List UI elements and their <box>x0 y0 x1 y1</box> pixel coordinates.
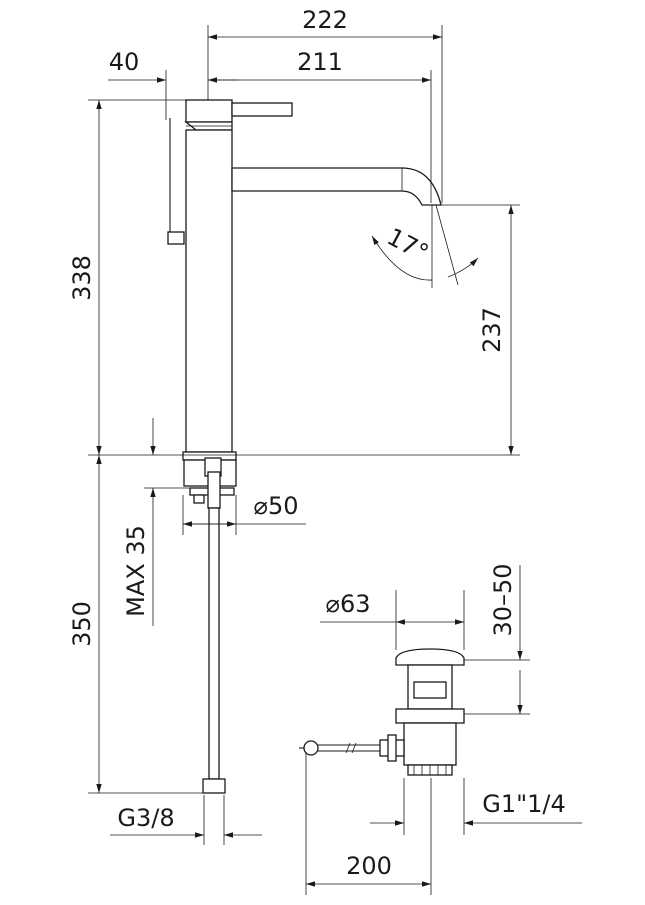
extension-lines <box>88 25 530 895</box>
lift-rod-knob <box>167 231 185 245</box>
dimension-lines <box>96 34 582 887</box>
lever-arm <box>231 102 293 117</box>
label-222: 222 <box>302 6 348 34</box>
supply-hose <box>208 507 220 780</box>
angle-arc <box>371 235 433 281</box>
label-338: 338 <box>68 255 96 301</box>
label-max35: MAX 35 <box>122 525 150 617</box>
waste-nut <box>395 708 465 724</box>
label-350: 350 <box>68 601 96 647</box>
waste-cap <box>395 648 465 666</box>
faucet-drawing <box>167 99 442 794</box>
label-63: ⌀63 <box>326 590 371 618</box>
faucet-body <box>185 129 233 453</box>
spout <box>231 167 442 206</box>
label-211: 211 <box>297 48 343 76</box>
dimension-labels: 222 211 40 338 237 17° ⌀50 MAX 35 350 G3… <box>68 6 566 880</box>
hose-fitting <box>202 778 226 794</box>
label-237: 237 <box>478 307 506 353</box>
label-50: ⌀50 <box>254 492 299 520</box>
waste-drawing <box>299 648 465 776</box>
label-g38: G3/8 <box>117 804 174 832</box>
label-g114: G1"1/4 <box>482 790 566 818</box>
lever-cap <box>185 99 233 123</box>
label-30-50: 30–50 <box>489 563 517 636</box>
label-200: 200 <box>346 852 392 880</box>
label-40: 40 <box>109 48 140 76</box>
